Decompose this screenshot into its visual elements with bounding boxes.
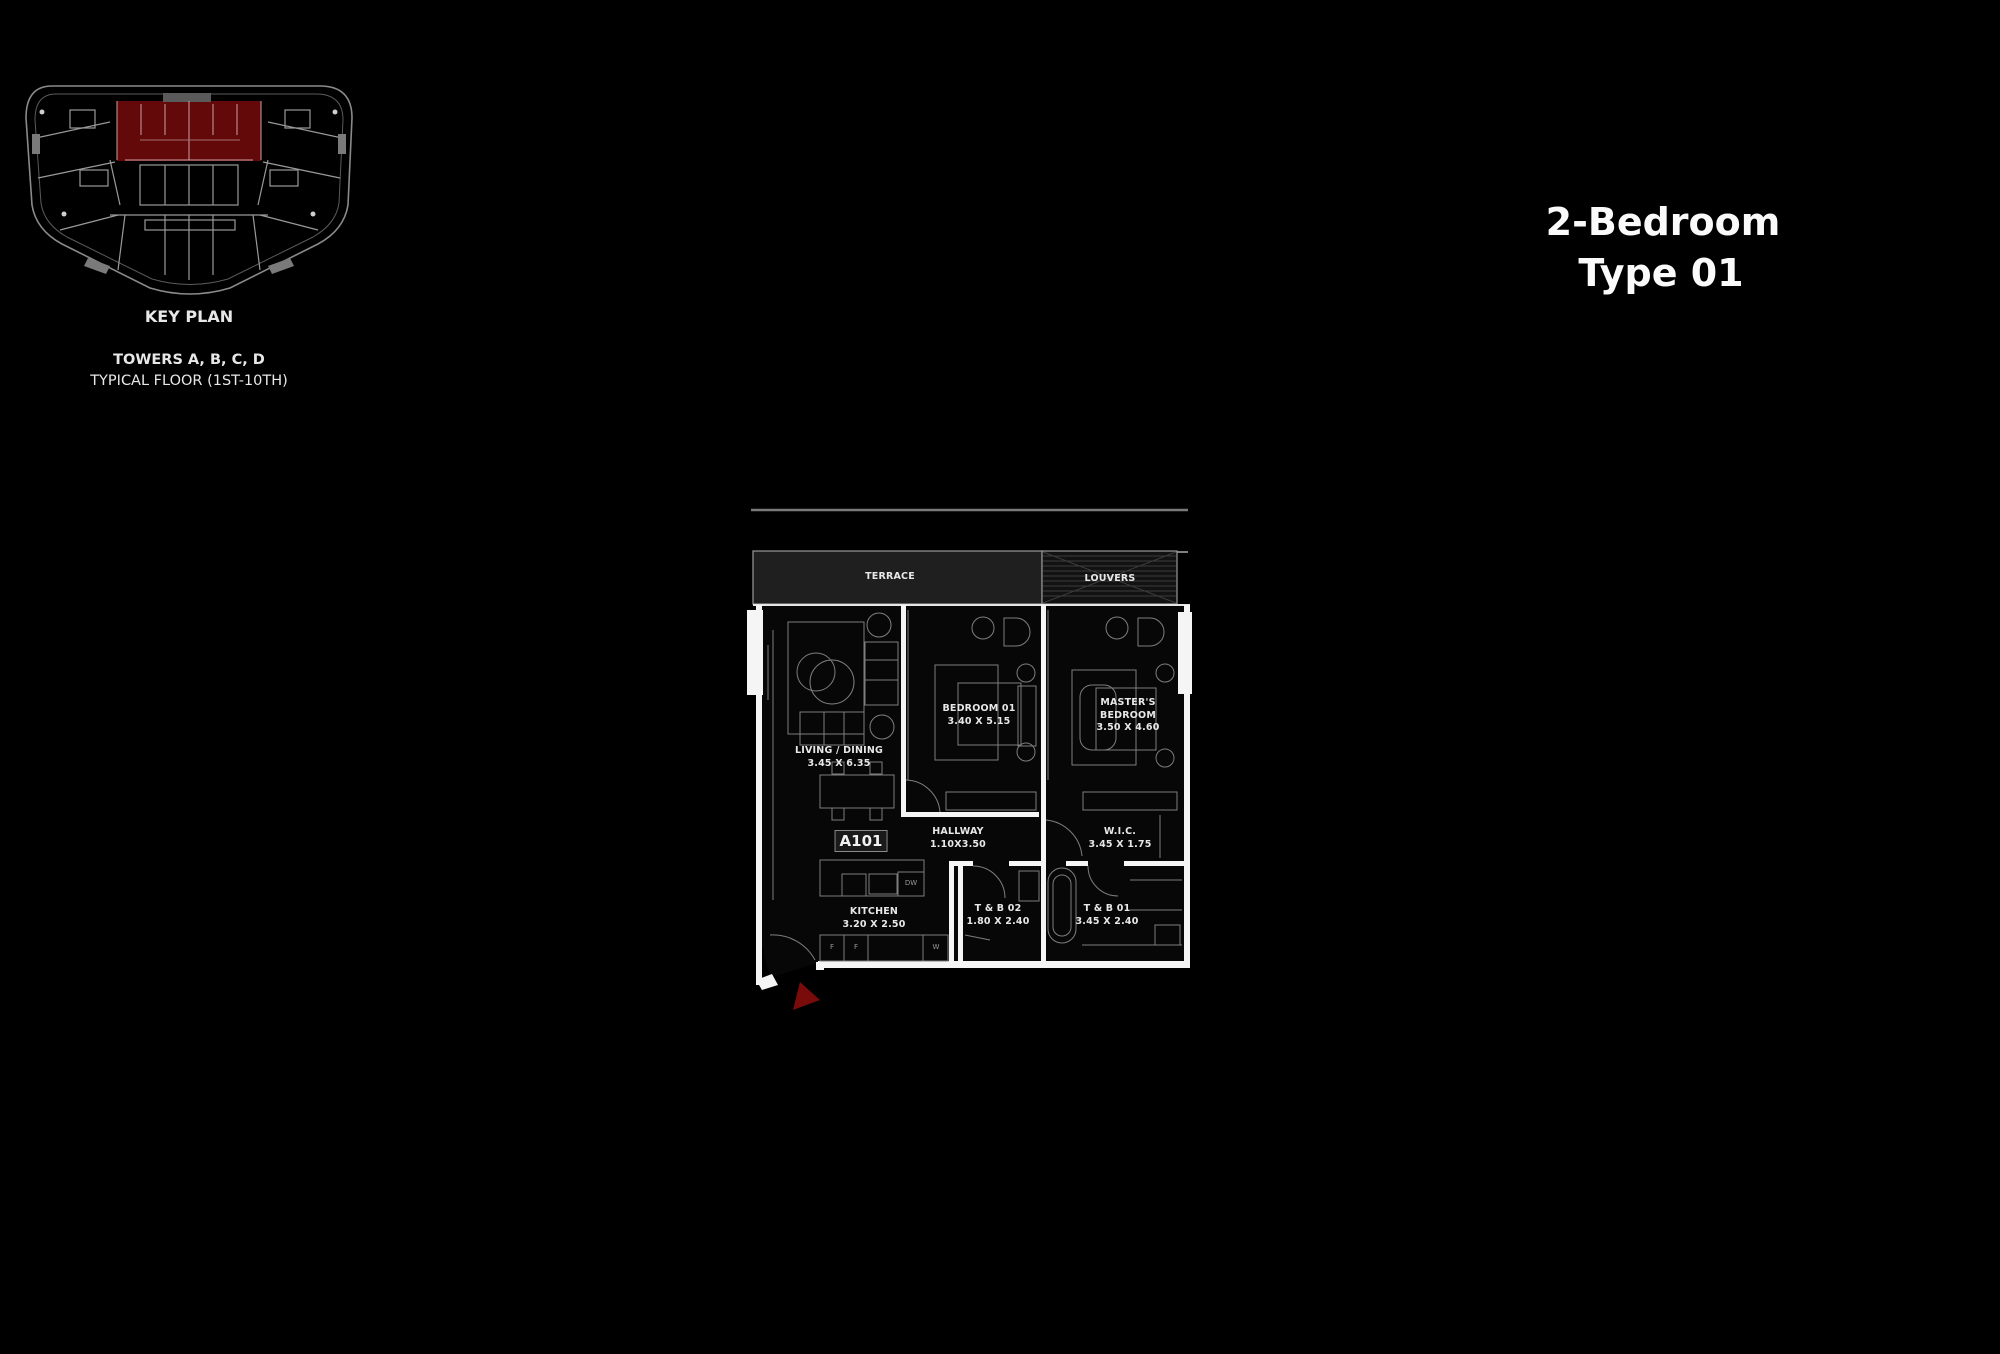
key-plan-label: KEY PLAN (144, 307, 234, 326)
key-plan-towers: TOWERS A, B, C, D (113, 352, 265, 368)
room-name: LIVING / DINING (795, 745, 883, 756)
entry-marker (793, 982, 820, 1010)
room-size: 1.80 X 2.40 (966, 915, 1030, 927)
room-size: 3.50 X 4.60 (1096, 722, 1160, 733)
room-size: 3.45 X 6.35 (807, 757, 871, 769)
room-size: 3.45 X 2.40 (1075, 915, 1139, 927)
room-kitchen: KITCHEN 3.20 X 2.50 (842, 906, 905, 931)
room-size: 3.40 X 5.15 (947, 715, 1011, 727)
room-size: 3.45 X 1.75 (1088, 838, 1152, 850)
key-plan-floor: TYPICAL FLOOR (1ST-10TH) (90, 373, 288, 389)
room-living-dining: LIVING / DINING 3.45 X 6.35 (795, 745, 883, 770)
unit-type-line1: 2-Bedroom (1545, 200, 1781, 244)
washer-label: W (932, 943, 940, 951)
louvers-label: LOUVERS (1084, 573, 1136, 584)
room-name: MASTER'S (1100, 697, 1156, 708)
unit-number-badge: A101 (834, 830, 888, 852)
room-name: T & B 01 (1083, 903, 1131, 914)
room-name: BEDROOM 01 (942, 703, 1016, 714)
room-bedroom-01: BEDROOM 01 3.40 X 5.15 (942, 703, 1015, 728)
room-size: 3.20 X 2.50 (842, 918, 906, 930)
room-name: W.I.C. (1103, 826, 1137, 837)
room-tb-02: T & B 02 1.80 X 2.40 (966, 903, 1029, 928)
key-plan-drawing (25, 85, 353, 295)
fridge-label-1: F (829, 943, 835, 951)
dishwasher-label: DW (904, 879, 918, 887)
room-hallway: HALLWAY 1.10X3.50 (930, 826, 986, 851)
room-name-2: BEDROOM (1100, 709, 1156, 721)
room-size: 1.10X3.50 (929, 838, 987, 850)
room-name: KITCHEN (849, 906, 899, 917)
terrace-label: TERRACE (865, 571, 915, 582)
room-name: HALLWAY (932, 826, 984, 837)
room-wic: W.I.C. 3.45 X 1.75 (1088, 826, 1151, 851)
room-tb-01: T & B 01 3.45 X 2.40 (1075, 903, 1138, 928)
room-name: T & B 02 (974, 903, 1022, 914)
unit-type-line2: Type 01 (1578, 251, 1744, 295)
fridge-label-2: F (853, 943, 859, 951)
room-masters-bedroom: MASTER'S BEDROOM 3.50 X 4.60 (1096, 697, 1159, 735)
